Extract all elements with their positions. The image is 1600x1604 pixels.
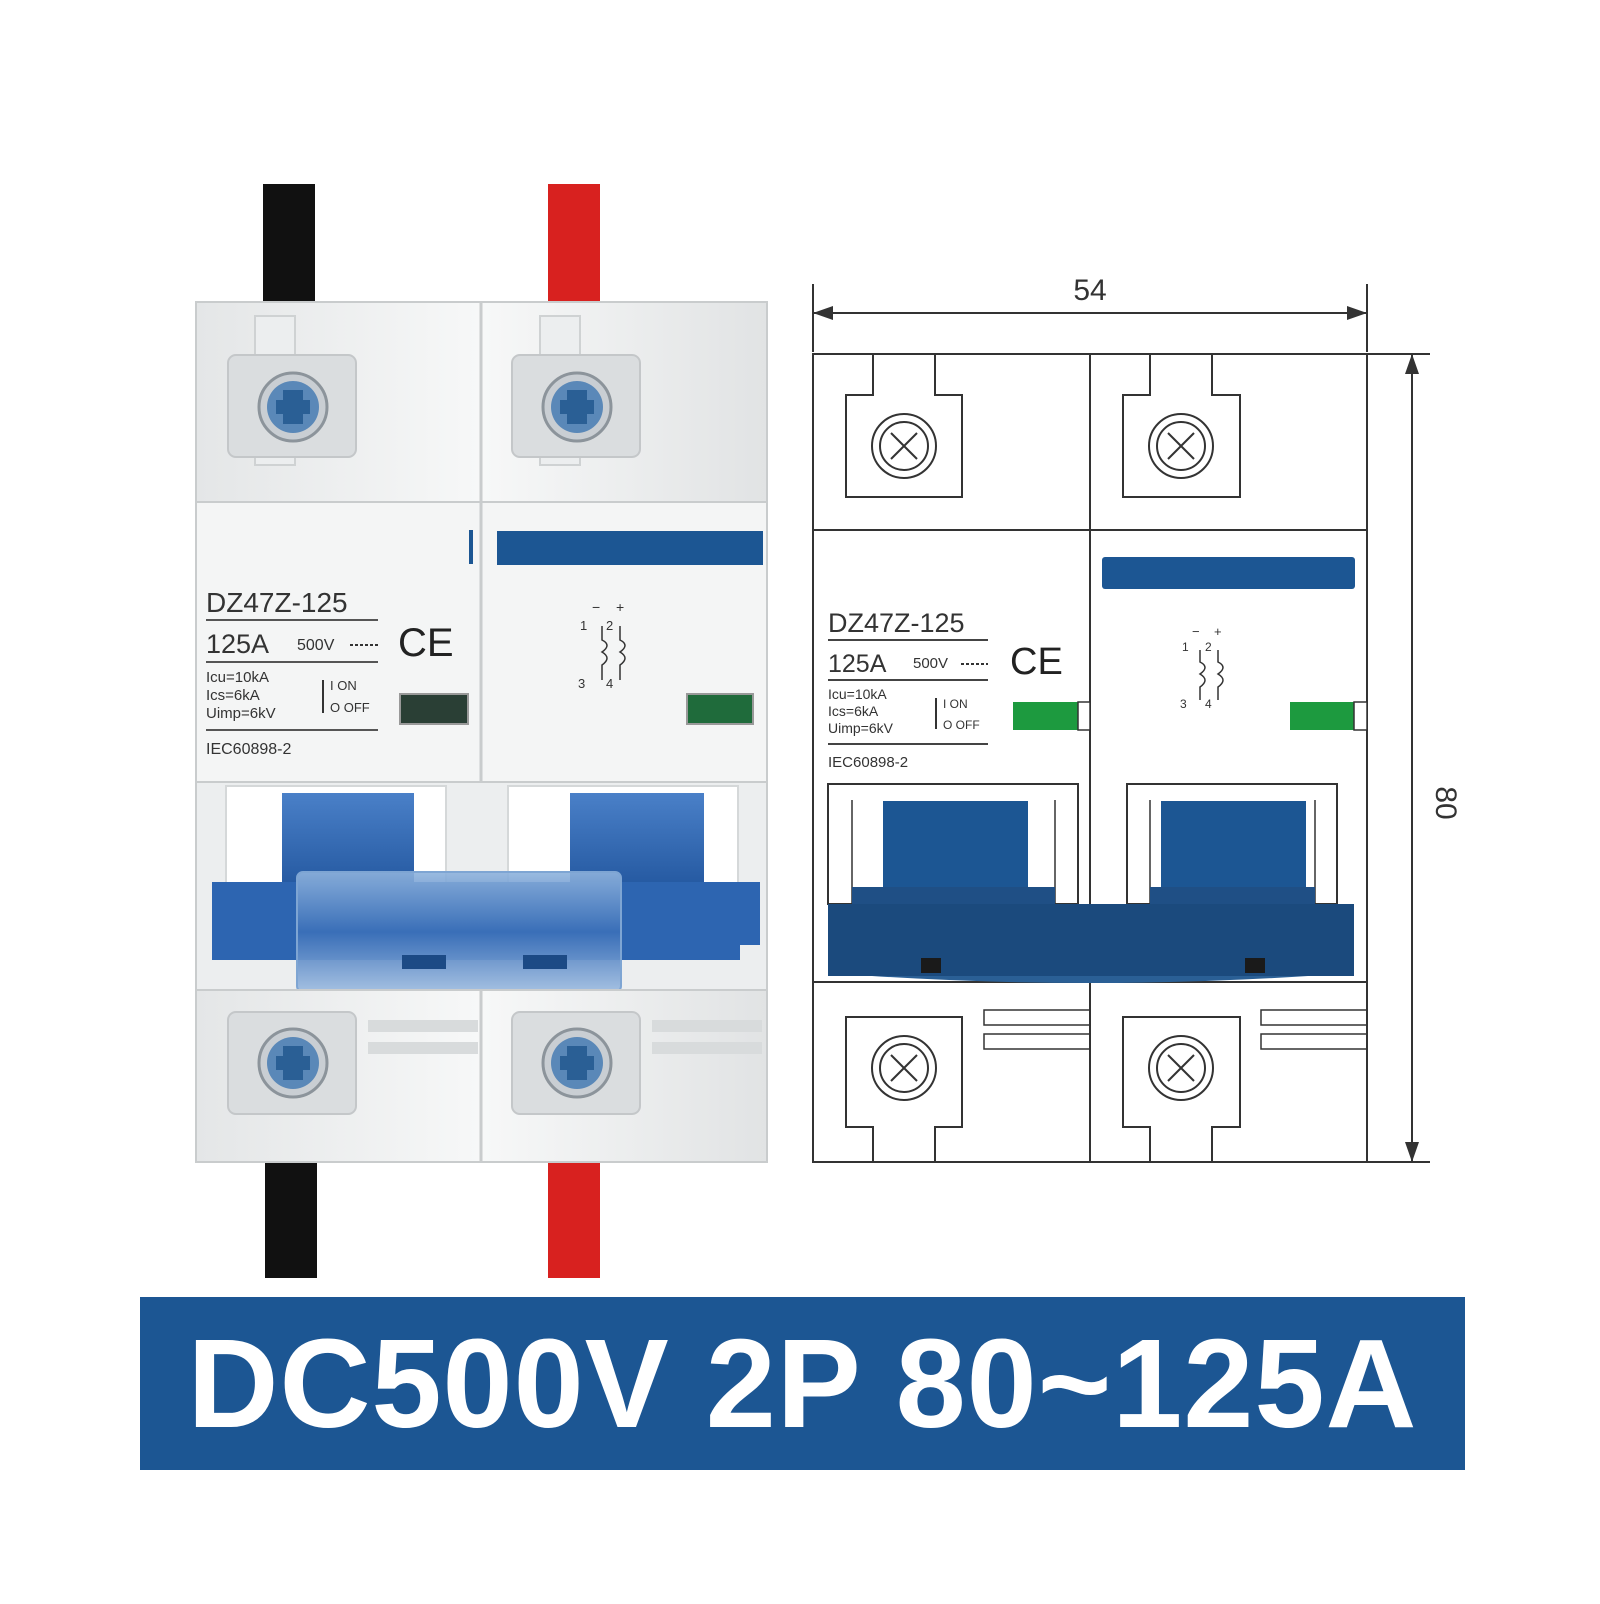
phillips-screw-icon <box>541 1027 613 1099</box>
breaker-circuit-symbol-icon <box>1198 650 1224 700</box>
status-indicator <box>686 693 754 725</box>
terminal-number: 2 <box>1205 640 1212 654</box>
polarity-plus: + <box>1214 624 1222 639</box>
terminal-number: 4 <box>606 676 613 691</box>
black-wire-bottom <box>265 1155 317 1278</box>
terminal-number: 2 <box>606 618 613 633</box>
status-indicator <box>399 693 469 725</box>
phillips-screw-icon <box>257 371 329 443</box>
polarity-minus: − <box>592 599 600 615</box>
breaker-photo: DZ47Z-125 125A 500V Icu=10kA Ics=6kA Uim… <box>195 301 768 1163</box>
handle-tie-bar[interactable] <box>296 871 622 993</box>
rated-voltage-label: 500V <box>297 637 335 654</box>
ce-mark-icon: CE <box>1010 641 1063 683</box>
dimension-drawing: 54 80 DZ47Z-125 125A 500V Ic <box>812 274 1462 1163</box>
width-dimension: 54 <box>1073 274 1106 307</box>
phillips-screw-icon <box>1148 1035 1214 1101</box>
on-label: I ON <box>330 678 357 693</box>
phillips-screw-icon <box>871 1035 937 1101</box>
status-indicator <box>1013 702 1078 730</box>
rated-current-label: 125A <box>206 629 269 659</box>
off-label: O OFF <box>330 700 370 715</box>
on-label: I ON <box>943 697 968 711</box>
red-wire-top <box>548 184 600 304</box>
polarity-minus: − <box>1192 624 1200 639</box>
model-label: DZ47Z-125 <box>206 587 348 618</box>
phillips-screw-icon <box>1148 413 1214 479</box>
phillips-screw-icon <box>541 371 613 443</box>
handle-tie-bar[interactable] <box>828 904 1354 976</box>
terminal-number: 3 <box>1180 697 1187 711</box>
icu-label: Icu=10kA <box>206 669 269 686</box>
spec-banner-text: DC500V 2P 80~125A <box>187 1312 1418 1454</box>
uimp-label: Uimp=6kV <box>206 705 276 722</box>
black-wire-top <box>263 184 315 304</box>
uimp-label: Uimp=6kV <box>828 720 894 736</box>
standard-label: IEC60898-2 <box>828 754 908 771</box>
phillips-screw-icon <box>871 413 937 479</box>
status-indicator <box>1290 702 1354 730</box>
rated-voltage-label: 500V <box>913 655 948 672</box>
terminal-number: 3 <box>578 676 585 691</box>
height-dimension: 80 <box>1429 786 1462 819</box>
ics-label: Ics=6kA <box>828 703 879 719</box>
standard-label: IEC60898-2 <box>206 741 291 758</box>
terminal-number: 4 <box>1205 697 1212 711</box>
polarity-plus: + <box>616 599 624 615</box>
red-wire-bottom <box>548 1155 600 1278</box>
icu-label: Icu=10kA <box>828 686 887 702</box>
ce-mark-icon: CE <box>398 621 454 665</box>
ics-label: Ics=6kA <box>206 687 260 704</box>
right-toggle-lever[interactable] <box>1161 801 1306 887</box>
left-toggle-lever[interactable] <box>883 801 1028 887</box>
terminal-number: 1 <box>580 618 587 633</box>
rated-current-label: 125A <box>828 650 887 678</box>
breaker-circuit-symbol-icon <box>600 626 626 680</box>
off-label: O OFF <box>943 718 980 732</box>
model-label: DZ47Z-125 <box>828 608 965 638</box>
terminal-number: 1 <box>1182 640 1189 654</box>
spec-banner: DC500V 2P 80~125A <box>140 1297 1465 1470</box>
phillips-screw-icon <box>257 1027 329 1099</box>
